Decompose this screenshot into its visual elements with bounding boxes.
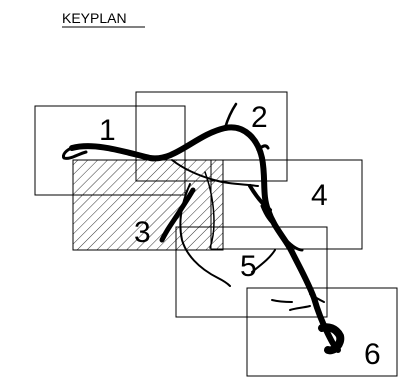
section-4-box[interactable] (210, 159, 363, 250)
section-3-label: 3 (134, 216, 151, 249)
section-5-box[interactable] (175, 226, 328, 318)
harness-routing (62, 102, 345, 355)
section-4-label: 4 (311, 179, 328, 212)
section-6-label: 6 (364, 338, 381, 371)
section-5-label: 5 (240, 250, 257, 283)
keyplan-title: KEYPLAN (62, 10, 127, 26)
section-1-label: 1 (99, 114, 116, 147)
section-6-box[interactable] (246, 287, 398, 377)
section-2-label: 2 (251, 101, 268, 134)
